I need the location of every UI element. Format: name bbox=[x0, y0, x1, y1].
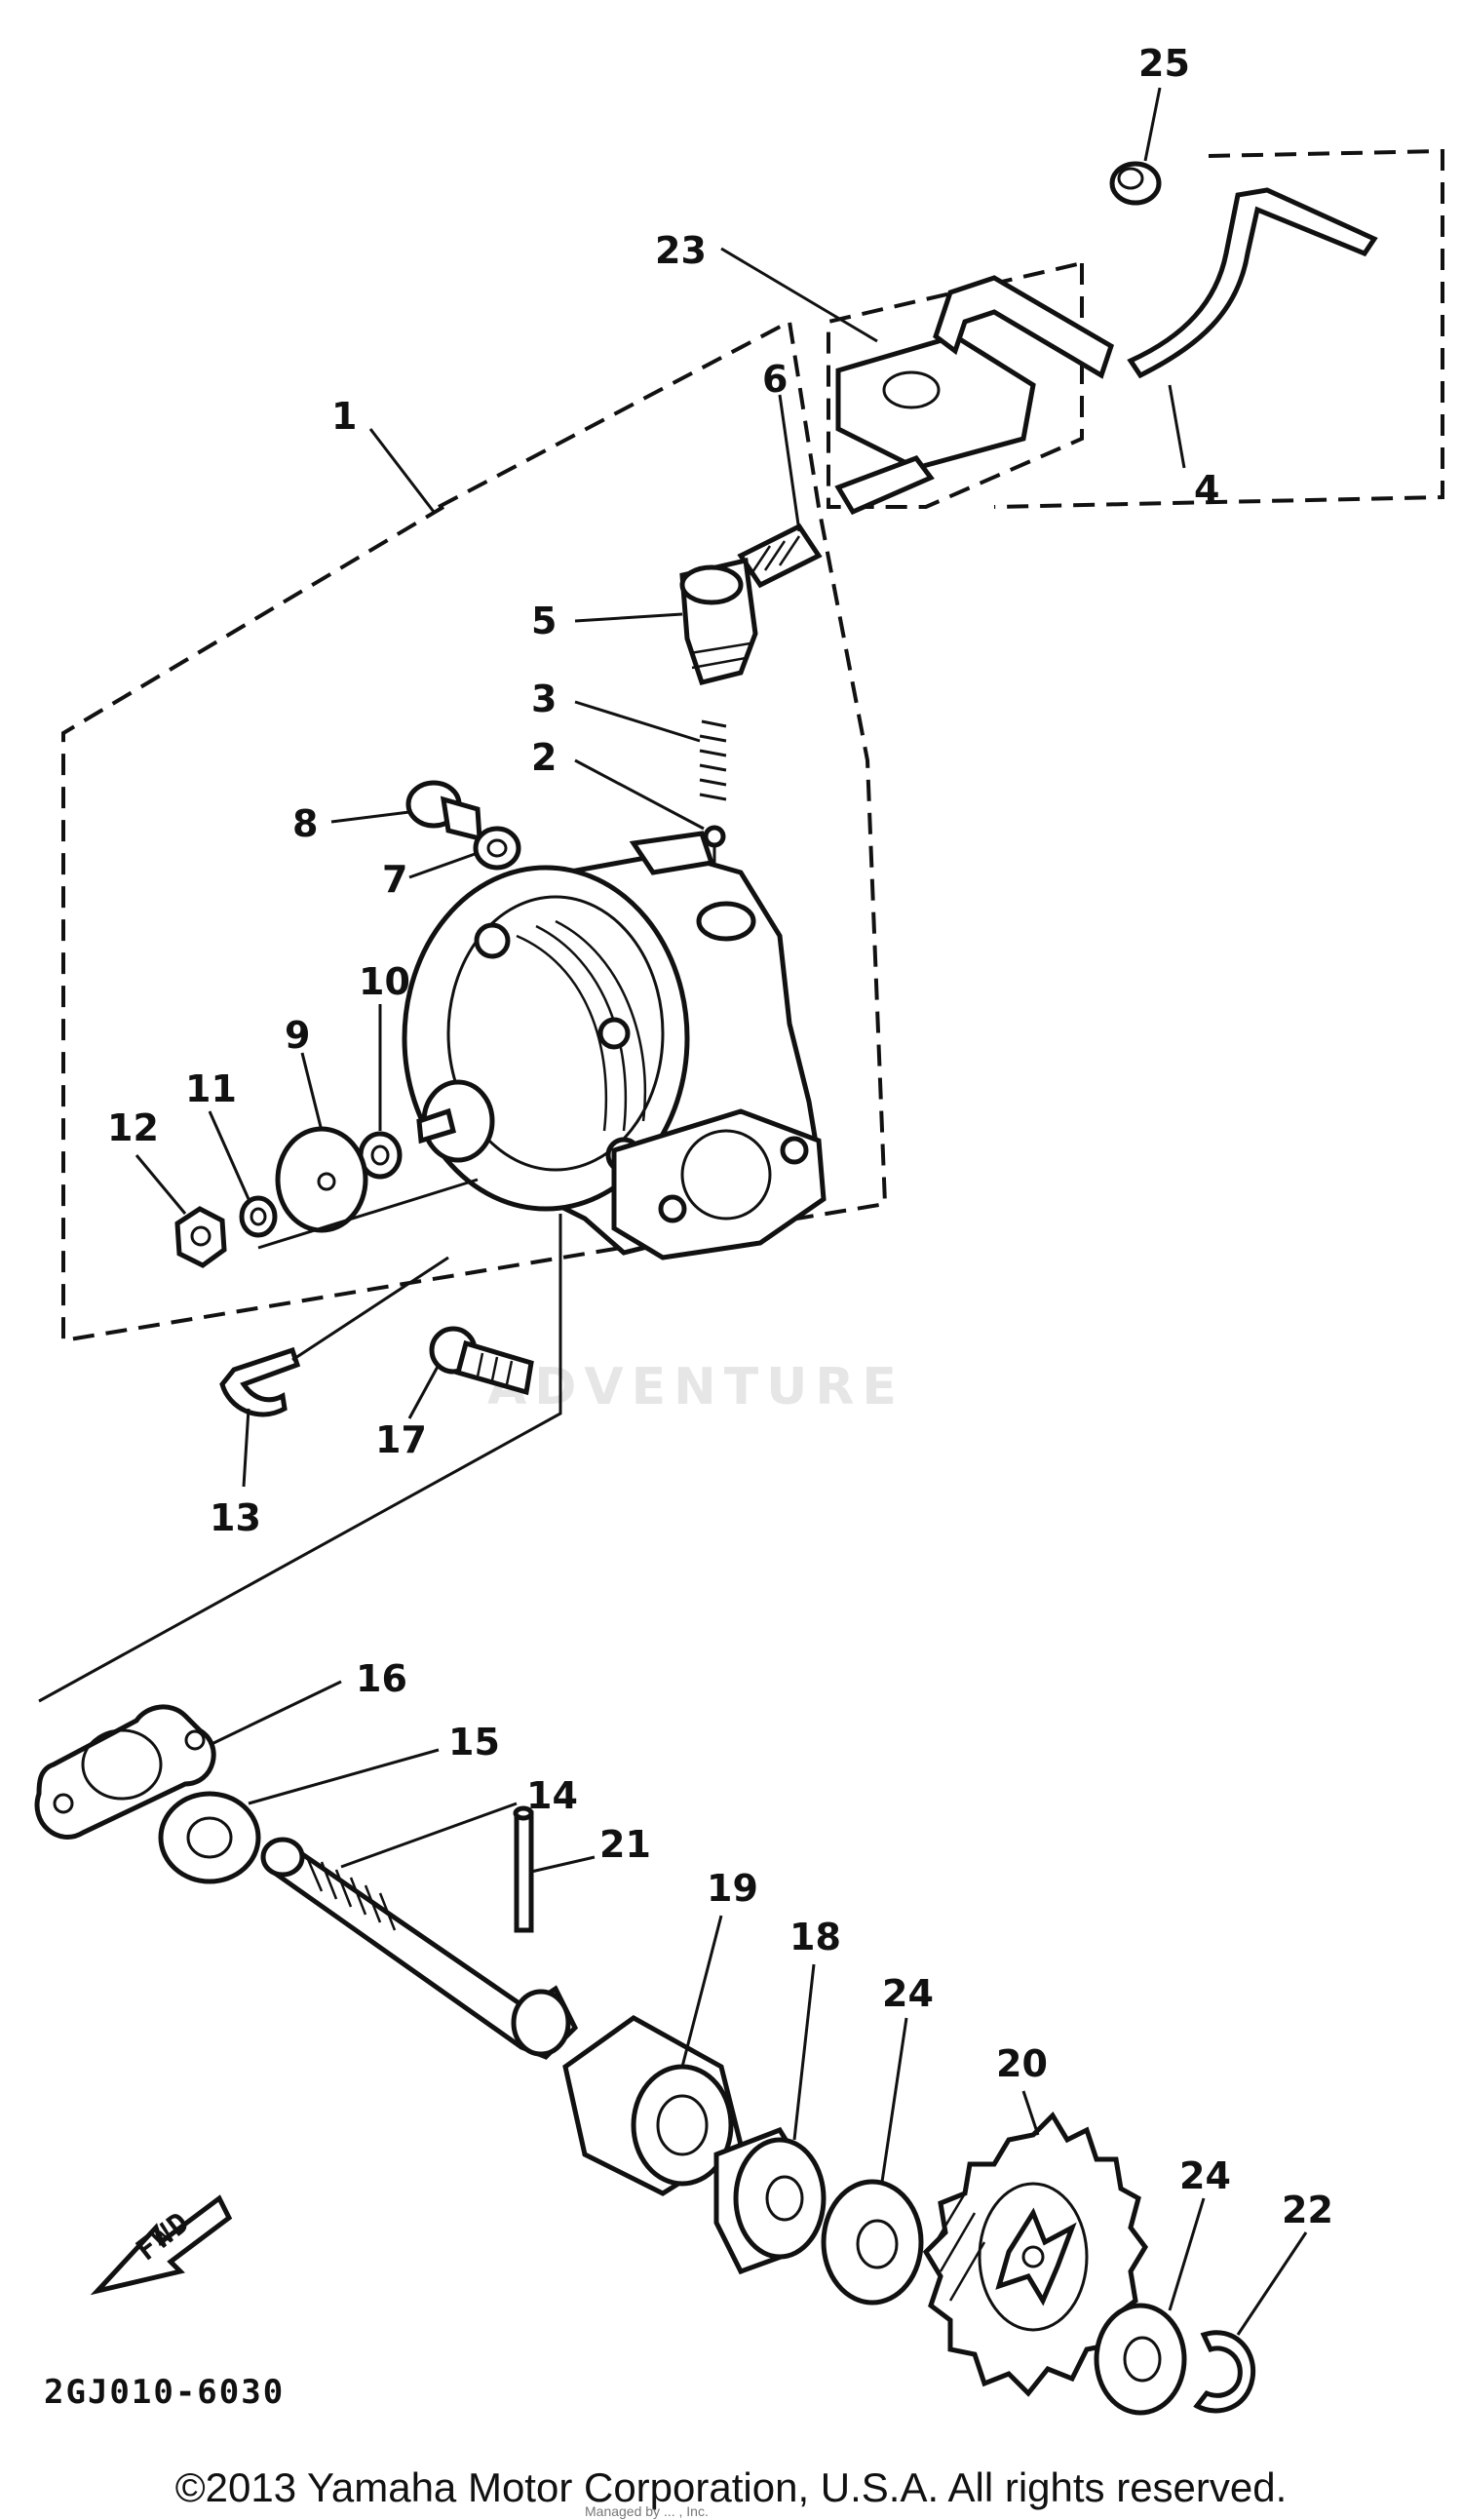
callout-18: 18 bbox=[789, 1916, 841, 1958]
oil-pump-body bbox=[402, 831, 827, 1260]
callout-13: 13 bbox=[210, 1496, 261, 1539]
pump-to-pin-line bbox=[291, 1256, 449, 1362]
callout-22: 22 bbox=[1282, 2189, 1333, 2231]
callout-17: 17 bbox=[375, 1418, 427, 1461]
assembly-boundary-1 bbox=[61, 318, 888, 1343]
copyright-notice: ©2013 Yamaha Motor Corporation, U.S.A. A… bbox=[174, 2464, 1288, 2510]
callout-3: 3 bbox=[531, 678, 557, 720]
callout-4: 4 bbox=[1194, 468, 1219, 511]
callout-8: 8 bbox=[292, 802, 318, 845]
callout-21: 21 bbox=[599, 1823, 651, 1866]
leader-lines bbox=[135, 87, 1308, 2336]
callout-24-bottom: 24 bbox=[1179, 2154, 1231, 2197]
part-22-circlip bbox=[1193, 2330, 1256, 2414]
part-25-cap bbox=[1109, 161, 1162, 206]
callout-14: 14 bbox=[526, 1774, 578, 1817]
part-2-ball bbox=[703, 825, 726, 848]
part-19-collar bbox=[562, 2015, 744, 2196]
part-11-lockwasher bbox=[239, 1195, 278, 1238]
diagram-code: 2GJ010-6030 bbox=[44, 2373, 285, 2412]
callout-2: 2 bbox=[531, 736, 557, 779]
part-16-gasket bbox=[34, 1704, 216, 1840]
part-14-shaft bbox=[260, 1837, 579, 2060]
part-15-washer bbox=[158, 1791, 261, 1884]
part-21-pin bbox=[513, 1805, 534, 1933]
callout-1: 1 bbox=[331, 395, 357, 438]
part-20-gear bbox=[922, 2111, 1149, 2397]
watermark-text: ADVENTURE bbox=[487, 1358, 904, 1416]
part-6-fitting bbox=[737, 523, 823, 589]
part-23-filter bbox=[834, 275, 1115, 516]
part-4-hose bbox=[1127, 187, 1378, 379]
callout-12: 12 bbox=[107, 1106, 159, 1149]
callout-24-top: 24 bbox=[882, 1972, 934, 2015]
callout-6: 6 bbox=[762, 358, 788, 401]
credit-text: Managed by ... , Inc. bbox=[585, 2503, 709, 2519]
callout-23: 23 bbox=[655, 229, 707, 272]
callout-15: 15 bbox=[448, 1721, 500, 1764]
part-8-bolt bbox=[405, 780, 482, 842]
pump-to-13-line bbox=[257, 1178, 479, 1250]
callout-10: 10 bbox=[359, 960, 410, 1003]
part-24-washer-b bbox=[1094, 2303, 1187, 2416]
part-24-washer-a bbox=[821, 2179, 924, 2306]
callout-9: 9 bbox=[285, 1014, 310, 1057]
callout-5: 5 bbox=[531, 600, 557, 642]
callout-20: 20 bbox=[996, 2042, 1048, 2085]
callout-7: 7 bbox=[382, 858, 407, 901]
part-12-nut bbox=[174, 1206, 227, 1268]
callout-11: 11 bbox=[185, 1067, 237, 1110]
part-17-bolt bbox=[429, 1326, 534, 1396]
part-3-spring bbox=[699, 719, 727, 801]
assembly-leader-line bbox=[38, 1214, 562, 1703]
part-13-pin bbox=[219, 1346, 301, 1417]
callout-25: 25 bbox=[1138, 42, 1190, 85]
callout-numbers: 25 23 1 6 4 5 3 2 8 7 10 9 11 12 13 17 1… bbox=[107, 42, 1333, 2231]
part-7-washer bbox=[473, 826, 521, 871]
part-5-union bbox=[679, 557, 758, 685]
assembly-boundary-hose bbox=[827, 261, 1084, 509]
callout-19: 19 bbox=[707, 1867, 758, 1910]
callout-16: 16 bbox=[356, 1657, 407, 1700]
fwd-arrow: FWD bbox=[90, 2194, 233, 2296]
part-18-bearing bbox=[713, 2126, 827, 2275]
part-9-plate bbox=[275, 1126, 368, 1233]
assembly-boundary-hose-right bbox=[993, 148, 1444, 509]
